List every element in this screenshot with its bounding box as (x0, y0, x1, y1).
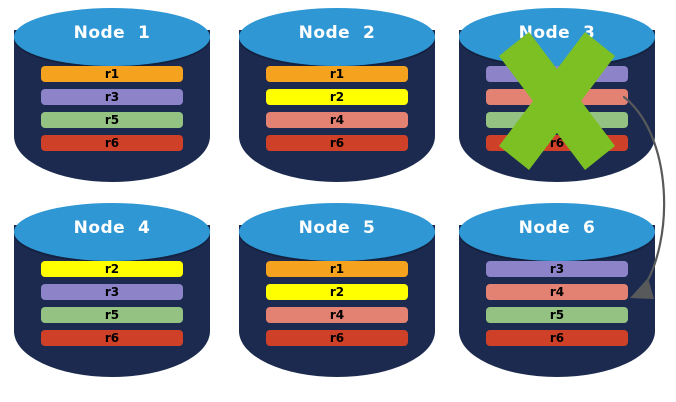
replica-list: r1 r3 r5 r6 (41, 66, 183, 158)
node-label: Node 5 (298, 218, 376, 238)
replica-bar[interactable]: r4 (266, 307, 408, 323)
node-cylinder-4[interactable]: Node 4 r2 r3 r5 r6 (14, 203, 210, 379)
node-cylinder-1[interactable]: Node 1 r1 r3 r5 r6 (14, 8, 210, 184)
replica-bar[interactable]: r3 (41, 89, 183, 105)
node-cylinder-6[interactable]: Node 6 r3 r4 r5 r6 (459, 203, 655, 379)
replica-bar[interactable]: r1 (266, 66, 408, 82)
replica-bar[interactable]: r5 (41, 307, 183, 323)
node-cylinder-2[interactable]: Node 2 r1 r2 r4 r6 (239, 8, 435, 184)
replica-bar[interactable]: r4 (486, 89, 628, 105)
node-label: Node 6 (518, 218, 596, 238)
node-label: Node 4 (73, 218, 151, 238)
replica-bar[interactable]: r4 (486, 284, 628, 300)
replica-bar[interactable]: r5 (41, 112, 183, 128)
cylinder-top-ellipse (14, 203, 210, 261)
replica-bar[interactable]: r6 (266, 135, 408, 151)
replica-bar[interactable]: r5 (486, 307, 628, 323)
replica-bar[interactable]: r2 (266, 89, 408, 105)
replica-bar[interactable]: r3 (486, 66, 628, 82)
node-label: Node 1 (73, 23, 151, 43)
replica-list: r3 r4 r5 r6 (486, 261, 628, 353)
replica-list: r2 r3 r5 r6 (41, 261, 183, 353)
node-label: Node 3 (518, 23, 596, 43)
node-cylinder-3[interactable]: Node 3 r3 r4 r5 r6 (459, 8, 655, 184)
replica-list: r1 r2 r4 r6 (266, 261, 408, 353)
replica-bar[interactable]: r1 (266, 261, 408, 277)
replica-list: r1 r2 r4 r6 (266, 66, 408, 158)
replica-bar[interactable]: r3 (486, 261, 628, 277)
node-cylinder-5[interactable]: Node 5 r1 r2 r4 r6 (239, 203, 435, 379)
replica-list: r3 r4 r5 r6 (486, 66, 628, 158)
replica-bar[interactable]: r6 (41, 135, 183, 151)
cylinder-top-ellipse (459, 203, 655, 261)
node-label: Node 2 (298, 23, 376, 43)
replica-bar[interactable]: r1 (41, 66, 183, 82)
cylinder-top-ellipse (239, 203, 435, 261)
replica-bar[interactable]: r6 (486, 135, 628, 151)
replica-bar[interactable]: r5 (486, 112, 628, 128)
replica-bar[interactable]: r2 (41, 261, 183, 277)
replica-bar[interactable]: r4 (266, 112, 408, 128)
replica-bar[interactable]: r3 (41, 284, 183, 300)
cylinder-top-ellipse (14, 8, 210, 66)
replica-bar[interactable]: r2 (266, 284, 408, 300)
replica-bar[interactable]: r6 (41, 330, 183, 346)
cylinder-top-ellipse (239, 8, 435, 66)
replica-bar[interactable]: r6 (486, 330, 628, 346)
replica-bar[interactable]: r6 (266, 330, 408, 346)
